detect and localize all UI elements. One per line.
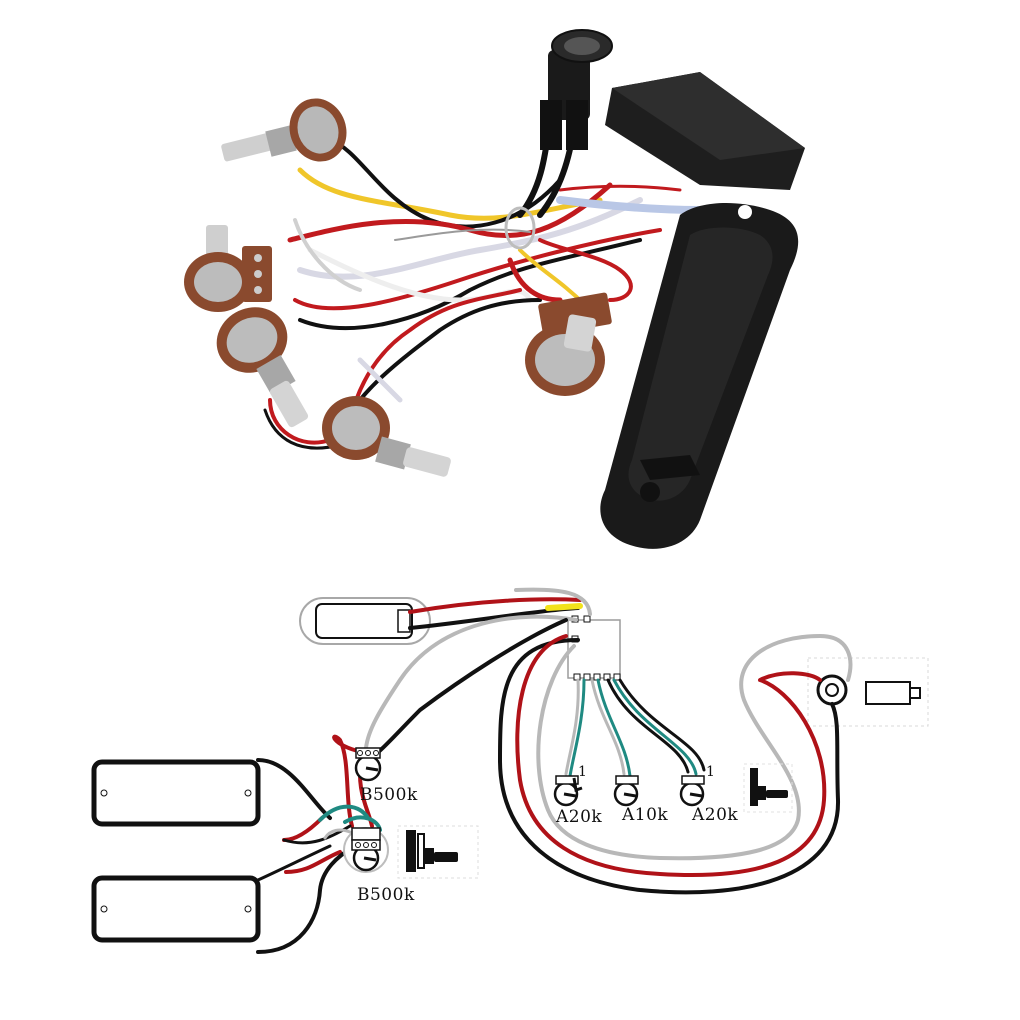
schematic-preamp-board	[567, 615, 621, 681]
photo-pot-2	[184, 225, 272, 312]
label-a10k: A10k	[621, 805, 668, 825]
schematic-pot-b500k-bottom	[343, 827, 389, 873]
schematic-output-jack	[807, 657, 929, 727]
label-a20k-right: A20k	[691, 805, 738, 825]
schematic-pot-sideview-left	[397, 825, 479, 879]
label-a20k-left: A20k	[555, 807, 602, 827]
schematic-pot-a10k	[613, 775, 639, 807]
schematic-pot-b500k-top	[354, 747, 382, 782]
photo-pot-5	[525, 292, 612, 396]
schematic-battery	[299, 597, 431, 645]
pin-mark-right: 1	[706, 764, 715, 780]
product-photo	[184, 29, 805, 549]
schematic-pot-sideview-right	[743, 763, 793, 813]
label-b500k-top: B500k	[360, 785, 418, 805]
schematic-pot-a20k-right	[679, 775, 705, 807]
photo-output-jack	[540, 29, 613, 150]
schematic-wires	[256, 587, 853, 954]
photo-preamp-box	[605, 72, 805, 190]
pin-mark-left: 1	[578, 764, 587, 780]
photo-pot-1	[221, 98, 347, 162]
photo-pot-3	[216, 307, 309, 428]
photo-battery-box	[600, 203, 799, 549]
photo-wire-clip	[504, 206, 536, 250]
label-b500k-bottom: B500k	[357, 885, 415, 905]
photo-pot-4	[322, 396, 451, 477]
photo-wire-bundle	[263, 117, 704, 450]
schematic-pot-a20k-left	[553, 775, 583, 807]
schematic-pickup-neck	[91, 759, 261, 827]
wiring-schematic: B500k B500k A20k A10k A20k 1 1	[91, 587, 929, 954]
schematic-pickup-bridge	[91, 875, 261, 943]
